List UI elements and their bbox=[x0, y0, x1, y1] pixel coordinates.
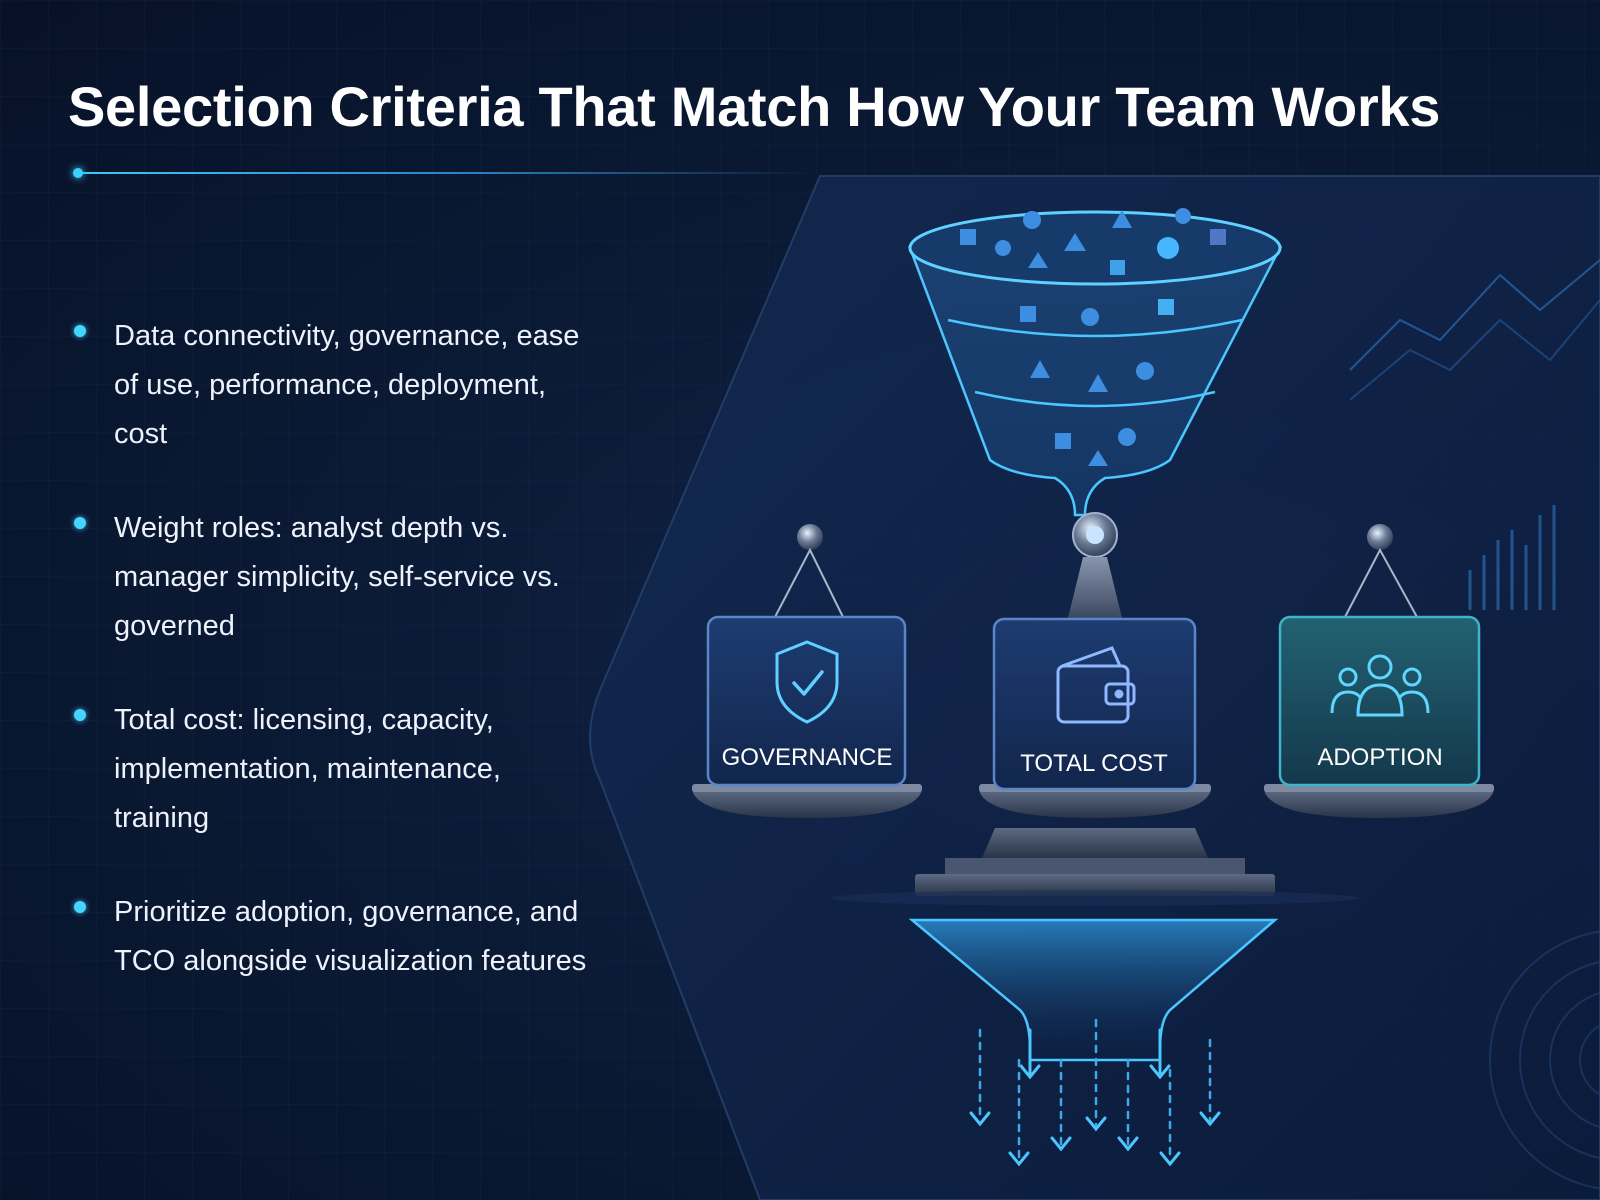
input-funnel bbox=[907, 208, 1283, 517]
adoption-label: ADOPTION bbox=[1317, 744, 1442, 771]
shield-check-icon bbox=[775, 640, 839, 724]
bullet-text: Total cost: licensing, capacity, impleme… bbox=[114, 704, 501, 834]
governance-box: GOVERNANCE bbox=[706, 615, 907, 787]
total-cost-box: TOTAL COST bbox=[992, 617, 1197, 791]
balance-scale bbox=[692, 512, 1494, 906]
bullet-text: Weight roles: analyst depth vs. manager … bbox=[114, 512, 560, 642]
list-item: Prioritize adoption, governance, and TCO… bbox=[70, 888, 590, 1080]
criteria-list: Data connectivity, governance, ease of u… bbox=[70, 312, 590, 1080]
page-title: Selection Criteria That Match How Your T… bbox=[68, 75, 1441, 138]
total-cost-label: TOTAL COST bbox=[1020, 750, 1168, 777]
bullet-dot bbox=[74, 709, 86, 721]
wallet-icon bbox=[1056, 646, 1136, 724]
output-funnel bbox=[908, 918, 1279, 1167]
governance-label: GOVERNANCE bbox=[722, 744, 893, 771]
title-underline bbox=[74, 172, 814, 174]
title-underline-dot bbox=[73, 168, 83, 178]
bullet-dot bbox=[74, 325, 86, 337]
list-item: Weight roles: analyst depth vs. manager … bbox=[70, 504, 590, 696]
list-item: Data connectivity, governance, ease of u… bbox=[70, 312, 590, 504]
bullet-dot bbox=[74, 901, 86, 913]
bullet-text: Data connectivity, governance, ease of u… bbox=[114, 320, 580, 450]
people-group-icon bbox=[1330, 654, 1430, 717]
list-item: Total cost: licensing, capacity, impleme… bbox=[70, 696, 590, 888]
bullet-dot bbox=[74, 517, 86, 529]
adoption-box: ADOPTION bbox=[1278, 615, 1481, 787]
bullet-text: Prioritize adoption, governance, and TCO… bbox=[114, 896, 587, 977]
